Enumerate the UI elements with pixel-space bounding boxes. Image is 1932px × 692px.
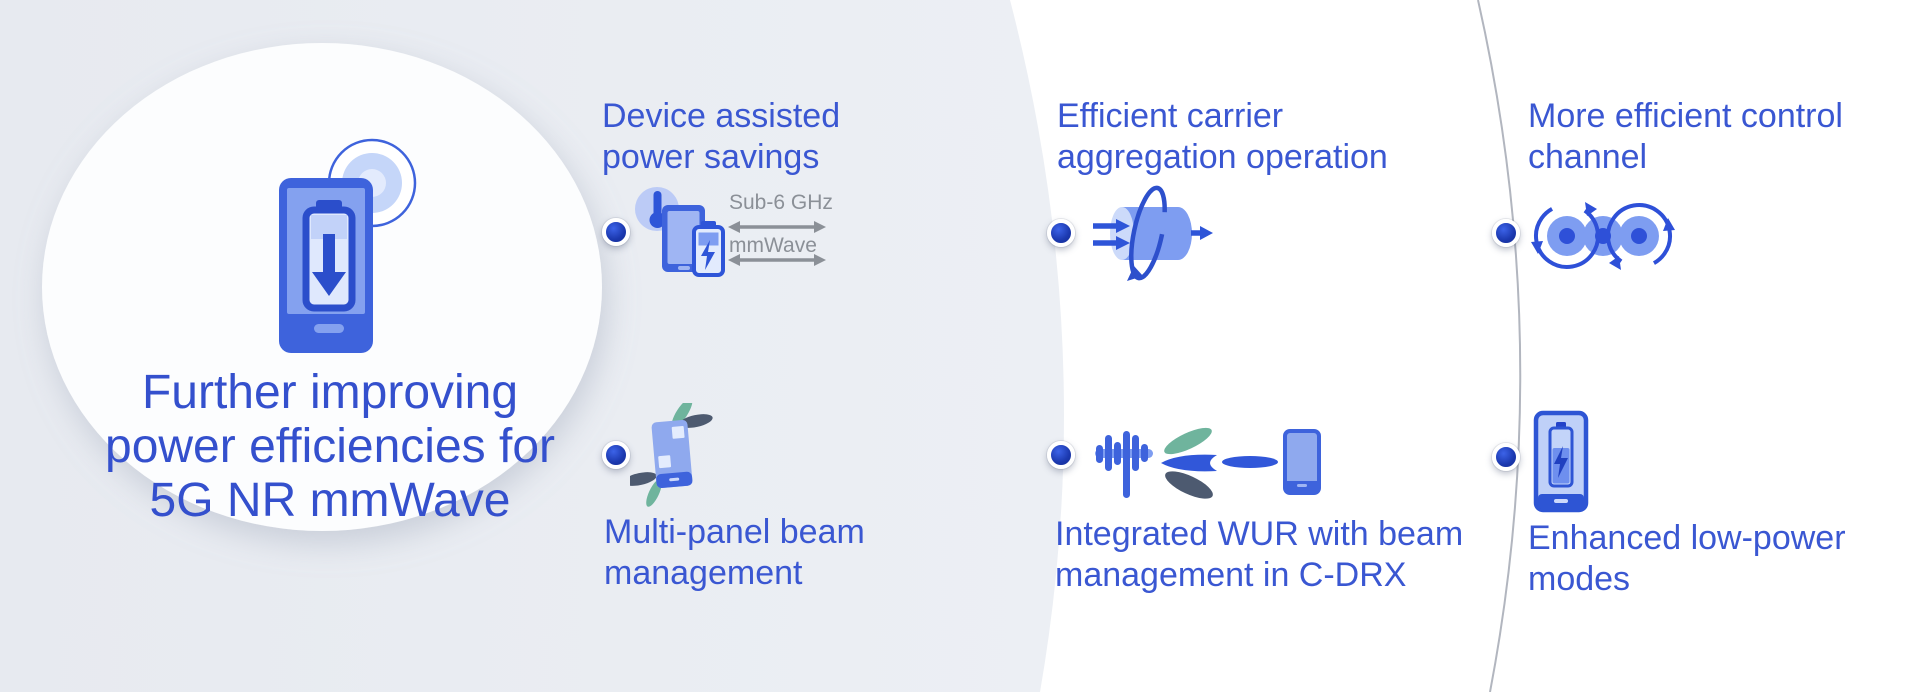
heading-line: Efficient carrier <box>1057 97 1284 135</box>
beam-fan <box>1161 427 1217 499</box>
carrier-aggregation-cylinder-icon <box>1093 185 1213 281</box>
bullet-device-assisted <box>602 218 630 246</box>
heading-line: Integrated WUR with beam <box>1055 515 1464 553</box>
main-title: Further improving power efficiencies for… <box>40 366 620 529</box>
heading-low-power-modes: Enhanced low-power modes <box>1528 518 1846 600</box>
heading-line: modes <box>1528 559 1631 598</box>
main-title-line: Further improving <box>141 366 519 419</box>
heading-line: channel <box>1528 137 1648 176</box>
phone-with-battery <box>279 178 373 353</box>
phone-battery-saving-icon <box>279 138 417 353</box>
main-title-line: 5G NR mmWave <box>149 474 511 528</box>
sub6-label: Sub-6 GHz <box>729 191 833 214</box>
heading-integrated-wur: Integrated WUR with beam management in C… <box>1055 514 1463 596</box>
wur-phone <box>1283 429 1321 495</box>
cylinder <box>1110 207 1192 260</box>
battery-bolt <box>1548 422 1574 488</box>
heading-device-assisted: Device assisted power savings <box>602 96 840 178</box>
heading-multi-panel: Multi-panel beam management <box>604 512 865 594</box>
mmwave-arrow <box>728 254 826 266</box>
rotation-orbit <box>1127 185 1167 281</box>
bullet-control-channel <box>1492 219 1520 247</box>
multi-panel-phone <box>651 419 693 489</box>
heading-line: power savings <box>602 137 820 176</box>
heading-line: Multi-panel beam <box>604 513 865 551</box>
bullet-multi-panel <box>602 441 630 469</box>
control-channel-cells <box>1547 216 1659 256</box>
antenna-beams-phone-icon <box>1095 427 1321 499</box>
heading-control-channel: More efficient control channel <box>1528 96 1843 178</box>
heading-line: More efficient control <box>1528 97 1843 135</box>
main-title-line: power efficiencies for <box>105 420 555 474</box>
dual-band-phones-thermometer-icon <box>635 187 826 277</box>
beam-petals-top <box>671 403 713 428</box>
bullet-low-power-modes <box>1492 443 1520 471</box>
bullet-integrated-wur <box>1047 441 1075 469</box>
mmwave-battery <box>692 221 725 277</box>
divider-arc <box>1477 0 1522 692</box>
mmwave-label: mmWave <box>729 234 817 257</box>
heading-line: Enhanced low-power <box>1528 519 1846 557</box>
rotation-arrows <box>1531 202 1675 270</box>
heading-carrier-aggregation: Efficient carrier aggregation operation <box>1057 96 1388 178</box>
heading-line: Device assisted <box>602 97 841 135</box>
overlapping-circles-rotation-icon <box>1531 202 1675 270</box>
beam-lens <box>1222 456 1278 468</box>
input-output-arrows <box>1093 219 1213 250</box>
multi-panel-phone-beams-icon <box>630 403 713 507</box>
bullet-carrier-aggregation <box>1047 219 1075 247</box>
heading-line: aggregation operation <box>1057 137 1388 176</box>
heading-line: management in C-DRX <box>1055 555 1407 594</box>
heading-line: management <box>604 553 803 592</box>
wur-antenna <box>1095 431 1153 498</box>
phone-battery-bolt-icon <box>1533 410 1589 513</box>
sub6-arrow <box>728 221 826 233</box>
